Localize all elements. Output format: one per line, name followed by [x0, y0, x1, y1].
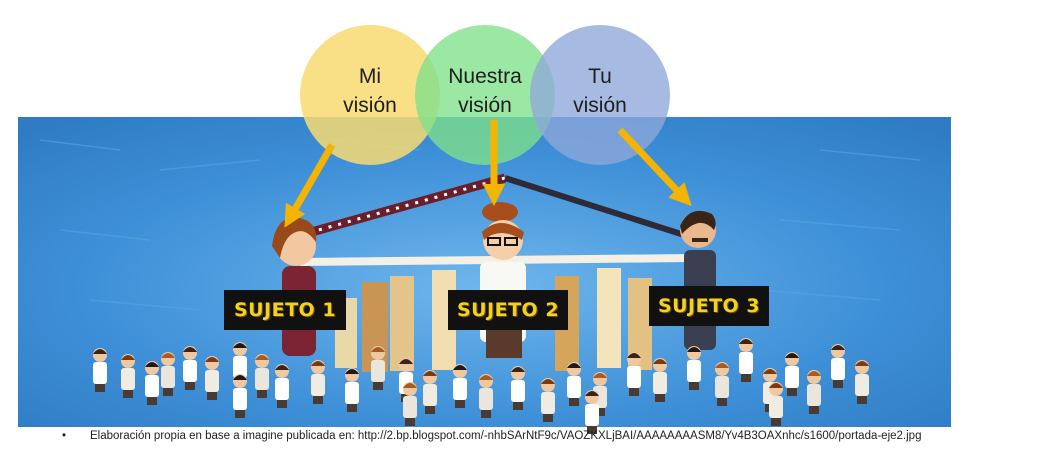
circle-label-tu-vision: Tu visión	[550, 62, 650, 120]
child-figure	[205, 356, 219, 400]
child-figure	[769, 382, 783, 426]
character-subject-3	[680, 210, 716, 350]
child-figure	[311, 360, 325, 404]
child-figure	[653, 358, 667, 402]
arrow-to-subject-1	[284, 143, 336, 228]
child-figure	[121, 354, 135, 398]
vision-venn-diagram	[300, 25, 670, 165]
child-figure	[233, 374, 247, 418]
child-figure	[371, 346, 385, 390]
child-figure	[687, 346, 701, 390]
circle-label-line1: Tu	[588, 65, 612, 88]
circle-label-mi-vision: Mi visión	[320, 62, 420, 120]
circle-label-nuestra-vision: Nuestra visión	[430, 62, 540, 120]
circle-label-line2: visión	[458, 94, 512, 117]
roof-ropes	[288, 173, 701, 266]
child-figure	[739, 338, 753, 382]
child-figure	[345, 368, 359, 412]
child-figure	[541, 378, 555, 422]
child-figure	[93, 348, 107, 392]
subject-3-label: SUJETO 3	[649, 286, 769, 326]
child-figure	[403, 382, 417, 426]
circle-label-line2: visión	[343, 94, 397, 117]
vision-arrows	[284, 120, 692, 228]
circle-label-line1: Mi	[358, 65, 382, 88]
child-figure	[855, 360, 869, 404]
child-figure	[785, 352, 799, 396]
child-figure	[255, 354, 269, 398]
circle-label-line1: Nuestra	[448, 65, 522, 88]
subject-2-label: SUJETO 2	[448, 290, 568, 330]
child-figure	[275, 364, 289, 408]
circle-label-line2: visión	[573, 94, 627, 117]
children-crowd	[93, 338, 869, 434]
child-figure	[627, 352, 641, 396]
child-figure	[183, 346, 197, 390]
child-figure	[161, 352, 175, 396]
child-figure	[593, 372, 607, 416]
caption-bullet: •	[62, 430, 67, 442]
child-figure	[145, 361, 159, 405]
arrow-to-subject-3	[617, 127, 692, 207]
child-figure	[585, 390, 599, 434]
child-figure	[715, 362, 729, 406]
child-figure	[453, 364, 467, 408]
child-figure	[567, 362, 581, 406]
circle-tu-vision	[530, 25, 670, 165]
child-figure	[831, 344, 845, 388]
child-figure	[511, 366, 525, 410]
subject-1-label: SUJETO 1	[224, 290, 346, 330]
child-figure	[479, 374, 493, 418]
circle-mi-vision	[300, 25, 440, 165]
child-figure	[807, 370, 821, 414]
child-figure	[423, 370, 437, 414]
image-caption: • Elaboración propia en base a imagine pu…	[62, 430, 1037, 442]
caption-text: Elaboración propia en base a imagine pub…	[90, 430, 922, 442]
circle-nuestra-vision	[415, 25, 555, 165]
